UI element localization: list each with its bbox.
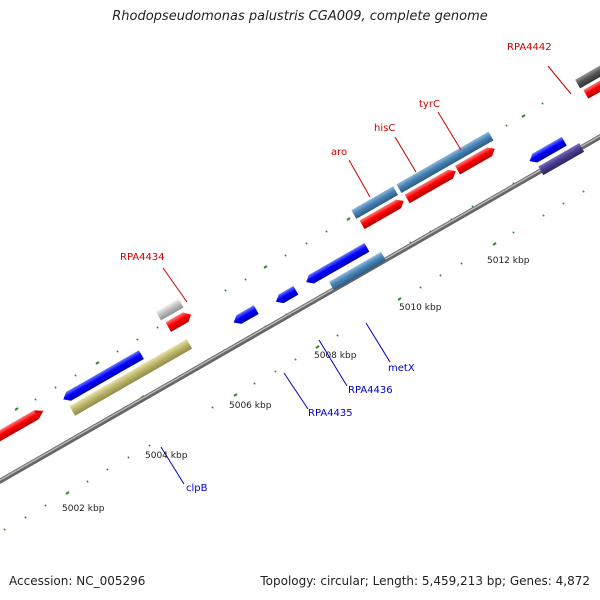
tick-mark [44,504,47,507]
scale-labels: 5002 kbp 5004 kbp 5006 kbp 5008 kbp 5010… [62,256,530,514]
tick-mark [224,289,227,292]
tick-mark [336,334,339,337]
tick-mark [541,102,544,105]
genome-backbone [0,133,600,485]
hisC-tyrC-gene[interactable] [396,131,494,194]
tick-mark [253,382,256,385]
gene-label-tyrC[interactable]: tyrC [419,99,440,110]
tick-mark [419,286,422,289]
gene-label-hisC[interactable]: hisC [374,123,395,134]
tick-mark [542,214,545,217]
label-leaders [160,65,572,485]
outer-tick-track-upper [14,102,544,411]
cds-forward[interactable] [0,410,39,457]
tick-mark-major [14,407,19,411]
RPA4434-cds[interactable] [165,309,194,332]
tick-mark [460,262,463,265]
tick-mark [136,338,139,341]
tick-mark [439,274,442,277]
gene-label-RPA4435[interactable]: RPA4435 [308,408,353,419]
leader-clpB [160,446,185,485]
metX-cds[interactable] [304,243,370,286]
gene-purple-right[interactable] [538,143,585,176]
tick-mark [211,406,214,409]
aro-cds[interactable] [359,197,407,230]
tick-mark [409,241,412,244]
tick-mark [54,386,57,389]
gene-label-RPA4442[interactable]: RPA4442 [507,42,552,53]
tick-mark-major [315,345,320,349]
leader-metX [365,322,391,363]
tick-mark-major [95,361,100,365]
tick-mark-major [346,217,351,221]
gene-label-RPA4434[interactable]: RPA4434 [120,252,165,263]
tick-mark [116,350,119,353]
gene-labels: RPA4442 tyrC hisC aro RPA4434 metX RPA44… [120,42,552,494]
clpB-gene[interactable] [69,339,193,416]
tick-mark [471,205,474,208]
tick-mark [106,468,109,471]
gene-label-aro[interactable]: aro [331,147,347,158]
tick-mark-major [521,114,526,118]
tick-mark [505,124,508,127]
tick-mark [294,358,297,361]
tick-mark [305,242,308,245]
tick-mark [244,278,247,281]
gene-label-clpB[interactable]: clpB [186,483,208,494]
scale-label-5012: 5012 kbp [487,256,530,266]
tick-mark [24,516,27,519]
scale-label-5008: 5008 kbp [314,351,357,361]
RPA4442-cds[interactable] [583,73,600,99]
scale-label-5002: 5002 kbp [62,504,105,514]
accession-label: Accession: NC_005296 [9,574,146,588]
tick-mark [86,480,89,483]
tick-mark-major [397,297,402,301]
leader-RPA4436 [318,339,348,387]
genome-summary: Topology: circular; Length: 5,459,213 bp… [260,574,590,588]
RPA4442-gene[interactable] [575,59,600,89]
gene-label-RPA4436[interactable]: RPA4436 [348,385,393,396]
leader-RPA4442 [547,65,572,95]
tick-mark [34,398,37,401]
tick-mark [325,230,328,233]
tick-mark [274,370,277,373]
RPA4435-cds[interactable] [231,305,259,327]
gene-label-metX[interactable]: metX [388,363,415,374]
tick-mark [562,202,565,205]
tick-mark [582,190,585,193]
tick-mark-major [263,265,268,269]
RPA4434-gene[interactable] [155,298,184,321]
cds-forward-arrowhead [33,410,44,420]
clpB-cds[interactable] [61,350,144,403]
scale-label-5004: 5004 kbp [145,451,188,461]
outer-tick-track-lower [3,190,585,531]
cds-reverse-right[interactable] [527,136,567,166]
tick-mark [156,326,159,329]
leader-RPA4434 [162,267,188,303]
RPA4436-cds[interactable] [273,286,299,306]
tick-mark [148,444,151,447]
leader-aro [348,159,371,198]
tick-mark [127,456,130,459]
tick-mark-major [65,491,70,495]
leader-tyrC [437,111,462,151]
feature-track [0,59,600,457]
tick-mark-major [233,393,238,397]
tick-mark [3,528,6,531]
tick-mark-major [492,242,497,246]
metX-gene[interactable] [328,251,387,291]
leader-hisC [394,136,417,173]
scale-label-5006: 5006 kbp [229,401,272,411]
tick-mark [74,374,77,377]
hisC-cds[interactable] [404,167,459,204]
tick-mark [284,254,287,257]
aro-gene[interactable] [351,186,398,219]
scale-label-5010: 5010 kbp [399,303,442,313]
tyrC-cds[interactable] [455,144,497,175]
leader-RPA4435 [283,372,309,410]
map-title: Rhodopseudomonas palustris CGA009, compl… [112,9,488,24]
tick-mark [512,231,515,234]
